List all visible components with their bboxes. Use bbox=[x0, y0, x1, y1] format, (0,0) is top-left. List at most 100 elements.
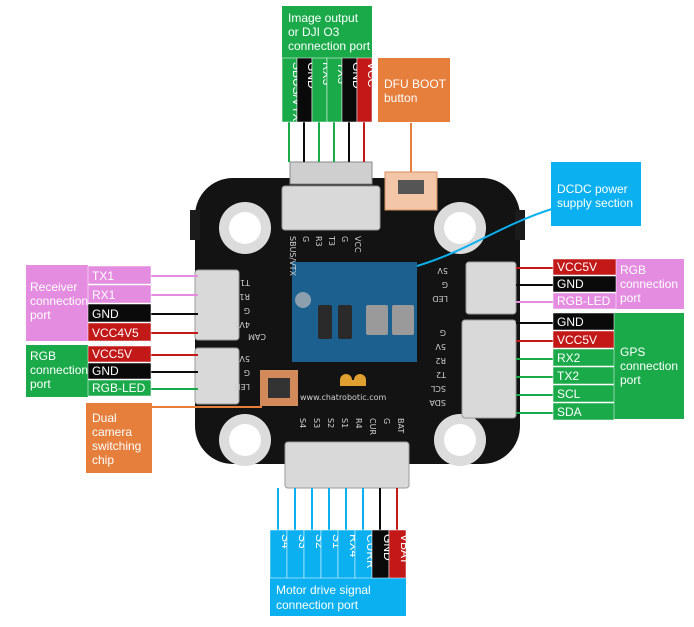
image-output-title-2: or DJI O3 bbox=[288, 25, 340, 39]
silkscreen-top-label: VCC bbox=[353, 236, 362, 253]
rgb-right-pin-label: GND bbox=[557, 277, 584, 291]
dcdc-power-label: DCDC power supply section bbox=[551, 162, 641, 226]
dcdc-line-2: supply section bbox=[557, 196, 633, 210]
gps-pin-gnd bbox=[552, 312, 615, 331]
rgb-left-pin-vcc5v bbox=[87, 345, 152, 363]
gps-title-2: connection bbox=[620, 359, 678, 373]
image-output-title-3: connection port bbox=[288, 39, 371, 53]
receiver-pin-tx1 bbox=[87, 265, 152, 285]
rgb-left-pin-gnd bbox=[87, 362, 152, 380]
rgb-left-port-label: RGB connection port VCC5V GND RGB-LED bbox=[26, 345, 152, 397]
gps-pin-label: GND bbox=[557, 315, 584, 329]
motor-pin-vbat bbox=[388, 529, 407, 579]
receiver-pin-label: VCC4V5 bbox=[92, 326, 139, 340]
rgb-right-pin-rgb-led bbox=[552, 292, 617, 310]
rgb-left-title-1: RGB bbox=[30, 349, 56, 363]
gps-pin-vcc5v bbox=[552, 330, 615, 349]
gps-pin-tx2 bbox=[552, 366, 615, 385]
mounting-hole-bottom-right bbox=[434, 414, 486, 466]
silkscreen-right-gps-label: T2 bbox=[436, 370, 447, 379]
silkscreen-top-label: G bbox=[301, 236, 310, 242]
dcdc-leader bbox=[416, 207, 556, 267]
gps-pin-scl bbox=[552, 384, 615, 403]
silkscreen-bottom-label: G bbox=[382, 418, 391, 424]
image-output-pin-vcc bbox=[356, 57, 373, 123]
silkscreen-left-top-label: T1 bbox=[240, 278, 251, 287]
gps-connector bbox=[461, 319, 517, 419]
silkscreen-bottom-label: CUR bbox=[368, 418, 377, 435]
dual-camera-label: Dual camera switching chip bbox=[86, 403, 152, 473]
gps-pin-label: RX2 bbox=[557, 351, 581, 365]
dual-cam-line-1: Dual bbox=[92, 411, 117, 425]
silkscreen-top-label: SBUS/VTX bbox=[288, 236, 297, 277]
silkscreen-right-gps-label: G bbox=[440, 328, 446, 337]
rgb-right-pin-vcc5v bbox=[552, 258, 617, 276]
receiver-pin-label: RX1 bbox=[92, 288, 116, 302]
rgb-left-pin-rgb-led bbox=[87, 379, 152, 397]
receiver-pin-rx1 bbox=[87, 284, 152, 304]
dfu-boot-label: DFU BOOT button bbox=[378, 58, 450, 122]
rgb-right-title-1: RGB bbox=[620, 263, 646, 277]
silkscreen-left-bottom-label: G bbox=[244, 368, 250, 377]
rgb-left-pin-label: VCC5V bbox=[92, 347, 132, 361]
silkscreen-right-top-label: LED bbox=[432, 294, 448, 303]
receiver-pin-label: TX1 bbox=[92, 269, 114, 283]
rgb-right-title-3: port bbox=[620, 291, 641, 305]
gps-pin-label: SCL bbox=[557, 387, 581, 401]
mounting-hole-top-right bbox=[434, 202, 486, 254]
receiver-pin-gnd bbox=[87, 303, 152, 323]
silkscreen-left-top-label: 4V5 bbox=[234, 320, 250, 329]
motor-title-1: Motor drive signal bbox=[276, 583, 371, 597]
rgb-right-pin-label: VCC5V bbox=[557, 260, 597, 274]
dual-cam-line-4: chip bbox=[92, 453, 114, 467]
mounting-hole-top-left bbox=[219, 202, 271, 254]
silkscreen-right-top-label: G bbox=[442, 280, 448, 289]
silkscreen-left-bottom-label: LED bbox=[234, 382, 250, 391]
silkscreen-bottom-label: S3 bbox=[312, 418, 321, 428]
mounting-hole-bottom-left bbox=[219, 414, 271, 466]
receiver-connector bbox=[194, 269, 240, 341]
silkscreen-top-label: G bbox=[340, 236, 349, 242]
silkscreen-right-top-label: 5V bbox=[437, 266, 448, 275]
rgb-right-pin-label: RGB-LED bbox=[557, 294, 611, 308]
silkscreen-bottom-label: R4 bbox=[354, 418, 363, 429]
rgb-right-pin-gnd bbox=[552, 275, 617, 293]
dfu-line-1: DFU BOOT bbox=[384, 77, 447, 91]
silkscreen-bottom-label: S2 bbox=[326, 418, 335, 428]
silkscreen-right-gps-label: SCL bbox=[430, 384, 446, 393]
rgb-left-title-2: connection bbox=[30, 363, 88, 377]
silkscreen-left-bottom-label: 5V bbox=[239, 354, 250, 363]
motor-connector bbox=[284, 441, 410, 489]
gps-pin-sda bbox=[552, 402, 615, 421]
rgb-left-pin-label: GND bbox=[92, 364, 119, 378]
gps-pin-label: TX2 bbox=[557, 369, 579, 383]
silkscreen-cam: CAM bbox=[248, 332, 266, 341]
silkscreen-bottom-label: S1 bbox=[340, 418, 349, 428]
image-output-port-label: Image output or DJI O3 connection port S… bbox=[281, 6, 379, 123]
motor-title-2: connection port bbox=[276, 598, 359, 612]
rgb-left-connector bbox=[194, 347, 240, 405]
receiver-pin-label: GND bbox=[92, 307, 119, 321]
silkscreen-top-label: T3 bbox=[327, 235, 336, 246]
rgb-left-title-3: port bbox=[30, 377, 51, 391]
gps-pin-label: VCC5V bbox=[557, 333, 597, 347]
connection-wires bbox=[151, 122, 553, 530]
silkscreen-right-gps-label: 5V bbox=[435, 342, 446, 351]
gps-title-3: port bbox=[620, 373, 641, 387]
dfu-line-2: button bbox=[384, 91, 417, 105]
gps-pin-rx2 bbox=[552, 348, 615, 367]
receiver-title-2: connection bbox=[30, 294, 88, 308]
receiver-title-3: port bbox=[30, 308, 51, 322]
silkscreen-bottom-label: S4 bbox=[298, 418, 307, 428]
silkscreen-bottom-label: BAT bbox=[396, 418, 405, 433]
gps-pin-label: SDA bbox=[557, 405, 582, 419]
motor-pin-label: VBAT bbox=[398, 534, 412, 565]
receiver-pin-vcc4v5 bbox=[87, 322, 152, 342]
silkscreen-right-gps-label: SDA bbox=[429, 398, 446, 407]
rgb-right-title-2: connection bbox=[620, 277, 678, 291]
rgb-left-pin-label: RGB-LED bbox=[92, 381, 146, 395]
